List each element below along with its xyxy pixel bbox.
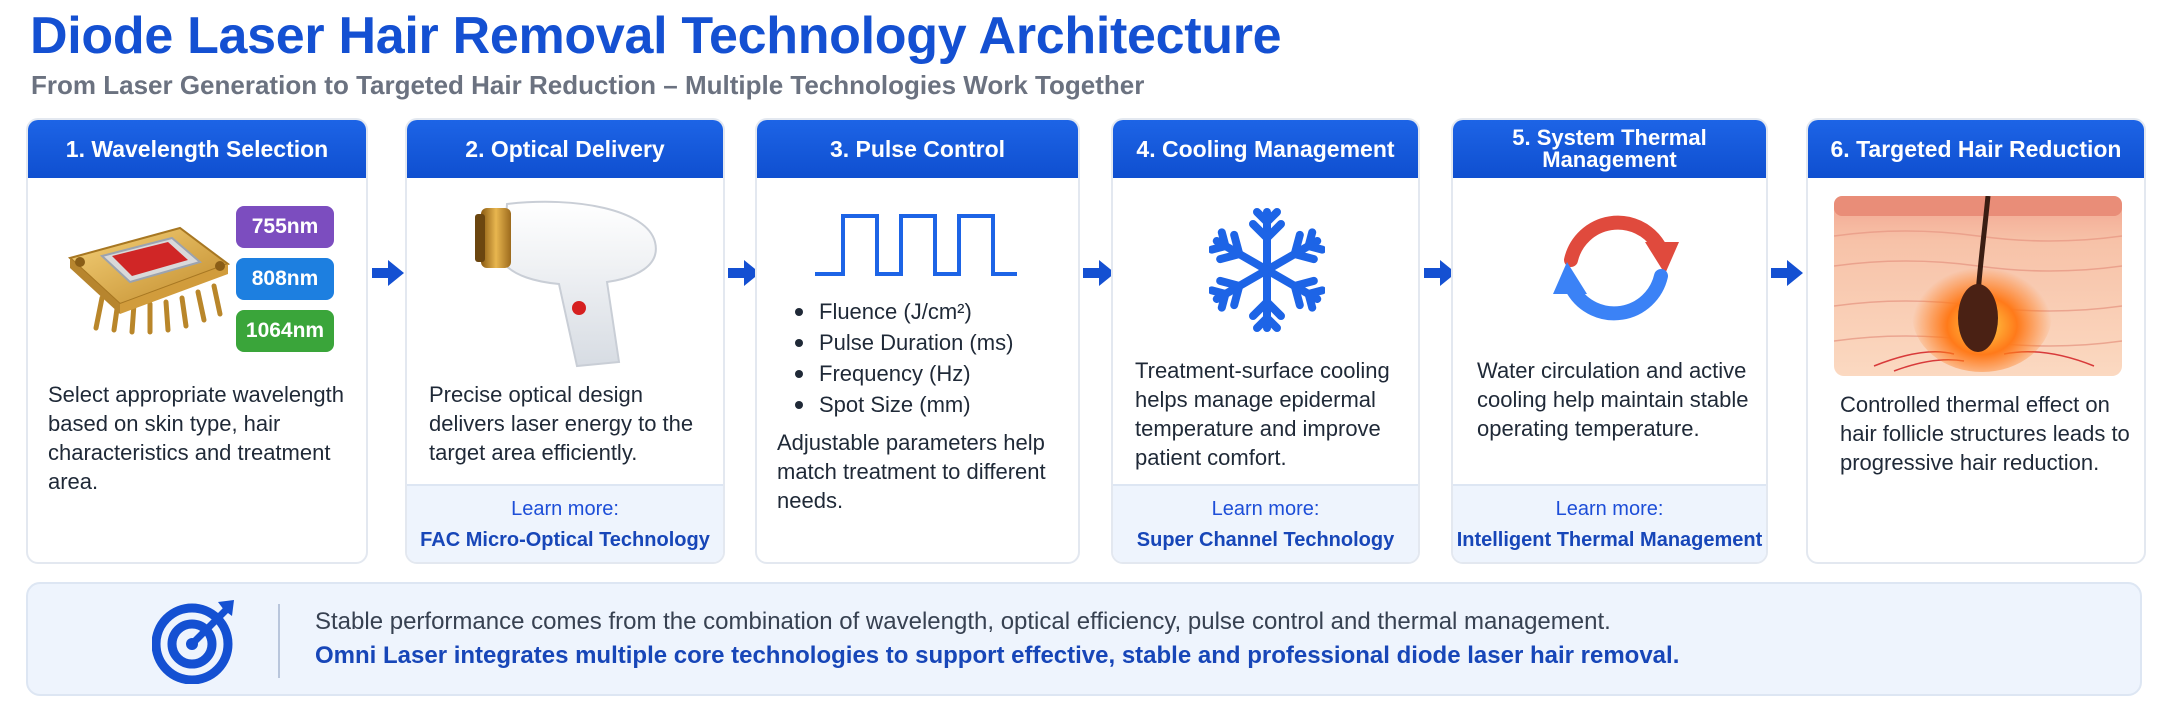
step-description: Water circulation and active cooling hel…	[1477, 358, 1749, 441]
step-card-cooling: 4. Cooling Management Treatment-surface …	[1111, 118, 1420, 564]
learn-more-panel: Learn more: Intelligent Thermal Manageme…	[1453, 484, 1766, 562]
wavelength-badge-808: 808nm	[236, 258, 334, 300]
summary-panel: Stable performance comes from the combin…	[26, 582, 2142, 696]
step-card-pulse-control: 3. Pulse Control Fluence (J/cm²) Pulse D…	[755, 118, 1080, 564]
step-title: 4. Cooling Management	[1113, 120, 1418, 178]
learn-more-panel: Learn more: Super Channel Technology	[1113, 484, 1418, 562]
arrow-right-icon	[372, 260, 404, 286]
snowflake-icon	[1209, 208, 1325, 334]
wavelength-badge-1064: 1064nm	[236, 310, 334, 352]
learn-more-label: Learn more:	[1211, 498, 1320, 520]
circulation-arrows-icon	[1553, 215, 1679, 321]
step-title: 2. Optical Delivery	[407, 120, 723, 178]
step-description: Treatment-surface cooling helps manage e…	[1135, 358, 1390, 470]
step-description: Select appropriate wavelength based on s…	[48, 382, 344, 494]
learn-more-panel: Learn more: FAC Micro-Optical Technology	[407, 484, 723, 562]
step-description: Controlled thermal effect on hair follic…	[1840, 392, 2130, 475]
step-card-wavelength: 1. Wavelength Selection 755nm 808nm 1064	[26, 118, 368, 564]
page-subtitle: From Laser Generation to Targeted Hair R…	[31, 70, 1145, 100]
step-description: Adjustable parameters help match treatme…	[777, 430, 1046, 513]
learn-more-link[interactable]: FAC Micro-Optical Technology	[420, 529, 710, 551]
learn-more-label: Learn more:	[511, 498, 619, 520]
step-title: 3. Pulse Control	[757, 120, 1078, 178]
page-title: Diode Laser Hair Removal Technology Arch…	[30, 7, 1282, 65]
step-title: 6. Targeted Hair Reduction	[1808, 120, 2144, 178]
parameter-item: Fluence (J/cm²)	[793, 296, 1013, 327]
footer-divider	[278, 604, 280, 678]
parameter-list: Fluence (J/cm²) Pulse Duration (ms) Freq…	[793, 296, 1013, 420]
learn-more-label: Learn more:	[1555, 498, 1664, 520]
summary-highlight: Omni Laser integrates multiple core tech…	[315, 642, 1680, 669]
laser-diode-chip-icon	[67, 226, 231, 335]
step-title: 1. Wavelength Selection	[28, 120, 366, 178]
step-card-hair-reduction: 6. Targeted Hair Reduction	[1806, 118, 2146, 564]
hair-follicle-icon	[1834, 196, 2122, 376]
wavelength-badge-755: 755nm	[236, 206, 334, 248]
parameter-item: Spot Size (mm)	[793, 389, 1013, 420]
laser-handpiece-icon	[475, 200, 657, 368]
arrow-right-icon	[1771, 260, 1803, 286]
learn-more-link[interactable]: Intelligent Thermal Management	[1456, 529, 1763, 551]
arrow-right-icon	[728, 260, 760, 286]
parameter-item: Frequency (Hz)	[793, 358, 1013, 389]
pulse-wave-icon	[815, 214, 1017, 276]
arrow-right-icon	[1083, 260, 1115, 286]
summary-text: Stable performance comes from the combin…	[315, 608, 1611, 635]
parameter-item: Pulse Duration (ms)	[793, 327, 1013, 358]
learn-more-link[interactable]: Super Channel Technology	[1136, 529, 1395, 551]
target-icon	[152, 600, 234, 684]
step-title: 5. System Thermal Management	[1453, 120, 1766, 178]
step-description: Precise optical design delivers laser en…	[429, 382, 694, 465]
arrow-right-icon	[1424, 260, 1456, 286]
step-card-thermal: 5. System Thermal Management Water circu…	[1451, 118, 1768, 564]
step-card-optical-delivery: 2. Optical Delivery Precise optical desi…	[405, 118, 725, 564]
